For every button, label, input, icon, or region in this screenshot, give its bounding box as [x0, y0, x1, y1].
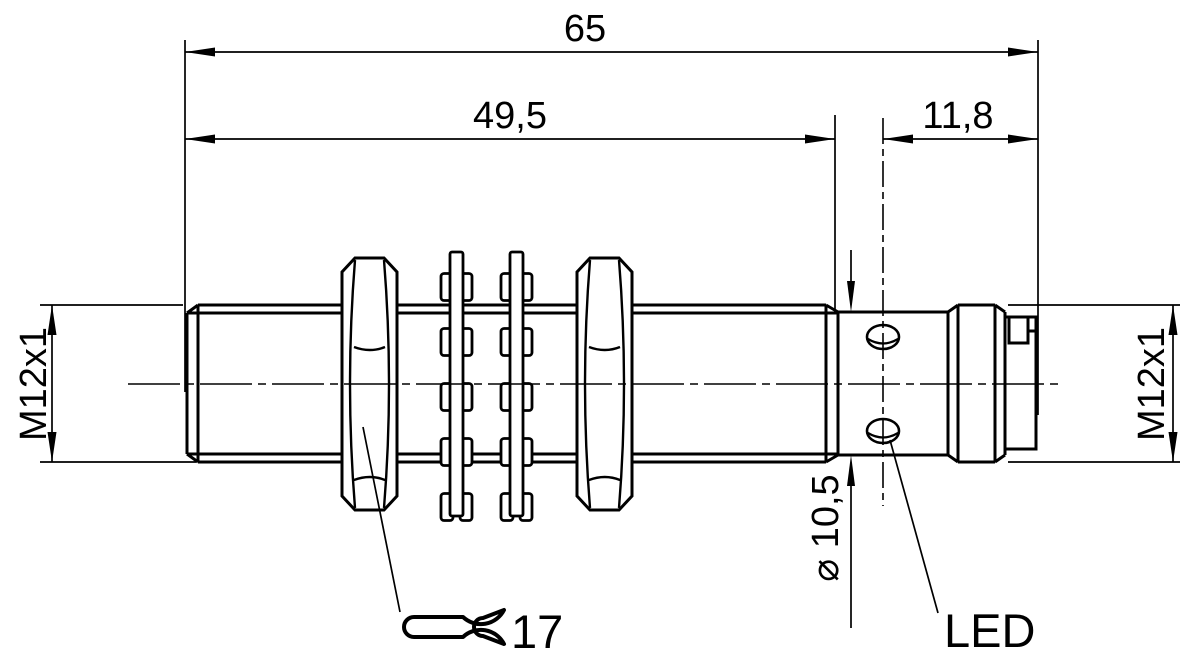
arrowhead-right: [805, 134, 835, 144]
arrowhead-up: [47, 305, 57, 335]
lock-washer-2: [499, 250, 534, 522]
dim-label-front-thread: M12x1: [13, 327, 55, 441]
dim-overall-length: 65: [184, 8, 1039, 415]
wrench-size-label: 17: [511, 605, 563, 658]
dim-front-thread: M12x1: [13, 304, 196, 463]
extension-lines: [184, 40, 1039, 415]
dim-barrel-length: 49,5: [185, 95, 836, 310]
center-lines: [128, 118, 1062, 506]
dim-connector-length: 11,8: [883, 95, 1038, 144]
arrowhead-up: [1168, 305, 1178, 335]
dim-rear-thread: M12x1: [1008, 304, 1180, 463]
arrowhead-down: [1168, 432, 1178, 462]
leader-line: [889, 439, 939, 614]
arrowhead-left: [185, 134, 215, 144]
wrench-callout: 17: [362, 426, 563, 658]
arrowhead-left: [883, 134, 913, 144]
wrench-icon: [402, 608, 506, 646]
dim-label-barrel: 49,5: [473, 95, 547, 137]
led-callout: LED: [889, 439, 1035, 657]
lock-washer-1: [439, 250, 474, 522]
arrowhead-down: [847, 281, 855, 312]
extension-lines: [1008, 304, 1180, 463]
dim-label-rear-diameter: ⌀ 10,5: [805, 474, 847, 581]
dim-rear-diameter: ⌀ 10,5: [805, 250, 855, 628]
dim-label-connector: 11,8: [922, 95, 993, 137]
arrowhead-left: [185, 47, 215, 57]
extension-lines: [40, 304, 196, 463]
dim-label-rear-thread: M12x1: [1131, 327, 1173, 441]
arrowhead-down: [47, 432, 57, 462]
arrowhead-right: [1008, 47, 1038, 57]
arrowhead-up: [847, 455, 855, 486]
led-label: LED: [944, 604, 1035, 657]
leader-line: [362, 426, 401, 613]
dim-label-overall: 65: [564, 8, 606, 50]
arrowhead-right: [1008, 134, 1038, 144]
